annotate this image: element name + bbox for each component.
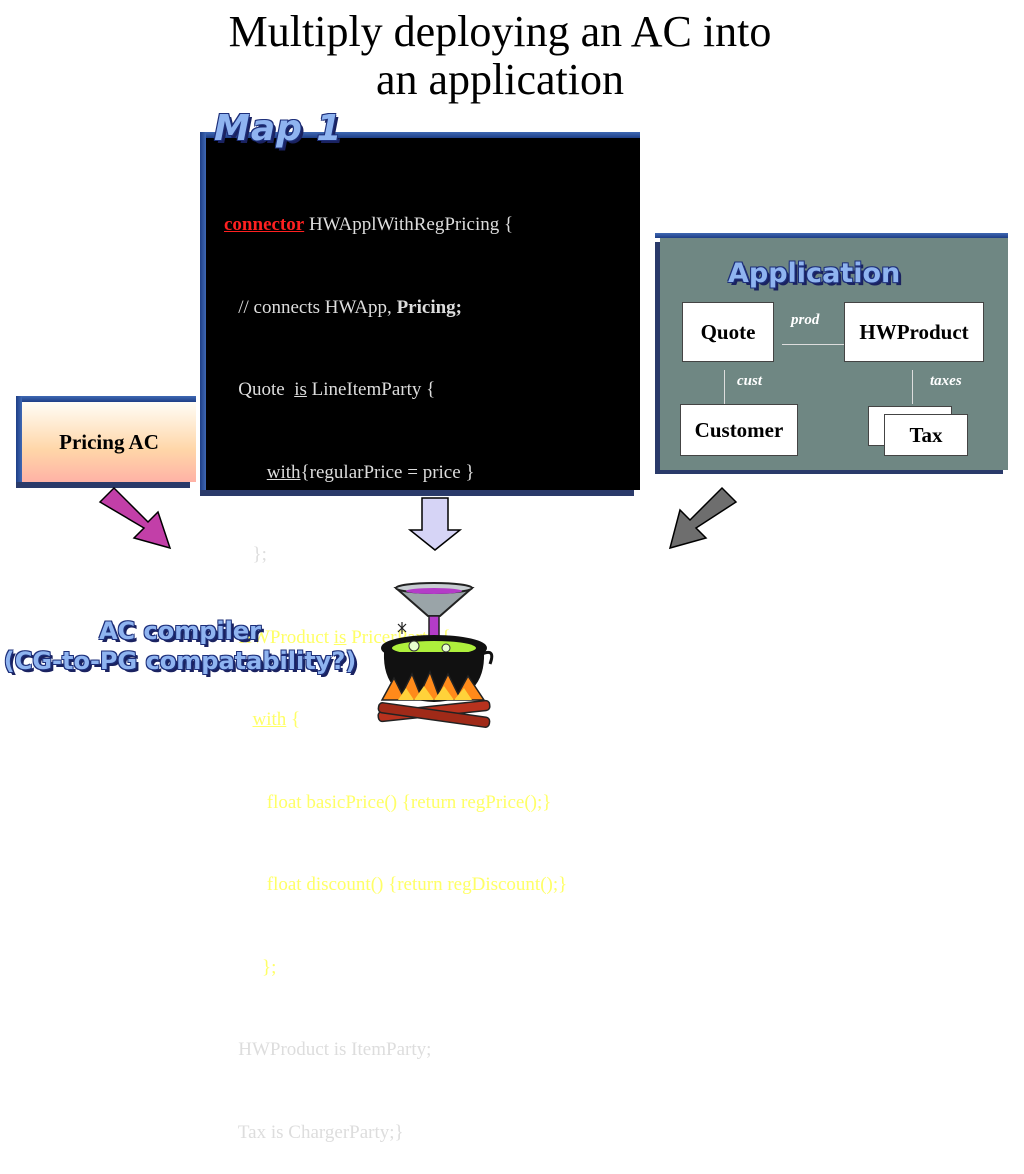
code-text: HWApplWithRegPricing { <box>304 214 514 235</box>
code-line-9: float discount() {return regDiscount();} <box>224 874 568 895</box>
code-text <box>224 462 267 483</box>
with-keyword: with <box>252 709 287 730</box>
customer-label: Customer <box>694 417 784 442</box>
customer-class-box: Customer <box>680 404 798 456</box>
quote-class-box: Quote <box>682 302 774 362</box>
hwproduct-class-box: HWProduct <box>844 302 984 362</box>
code-line-7: with { <box>224 706 567 734</box>
hwproduct-label: HWProduct <box>859 319 969 344</box>
code-line-10: }; <box>224 956 277 978</box>
map-to-compiler-arrow <box>407 497 463 551</box>
code-line-12: Tax is ChargerParty;} <box>224 1121 404 1143</box>
ac-compiler-line-2: (CG-to-PG compatability?) <box>3 647 357 675</box>
code-line-5: }; <box>224 544 267 565</box>
pricing-ac-label: Pricing AC <box>59 429 159 454</box>
code-line-8: float basicPrice() {return regPrice();} <box>224 791 552 813</box>
connector-code-panel <box>200 132 640 490</box>
code-line-4: with{regularPrice = price } <box>224 459 567 487</box>
tax-class-box: Tax <box>884 414 968 456</box>
code-text-bold: Pricing; <box>396 296 462 318</box>
code-text: { <box>286 709 301 730</box>
code-line-2: // connects HWApp, Pricing; <box>224 294 567 322</box>
quote-label: Quote <box>700 319 756 344</box>
slide-title-line-2: an application <box>375 55 624 104</box>
slide-title: Multiply deploying an AC into an applica… <box>0 8 1000 104</box>
code-text: {regularPrice = price } <box>300 461 475 483</box>
is-keyword: is <box>294 379 307 400</box>
is-keyword: is <box>333 626 347 648</box>
tax-label: Tax <box>909 422 943 447</box>
ac-compiler-line-1: AC compiler <box>98 617 261 645</box>
application-to-compiler-arrow <box>668 486 738 550</box>
with-keyword: with <box>266 461 301 483</box>
code-text: // connects HWApp, <box>224 296 397 318</box>
code-text <box>224 709 253 730</box>
ac-compiler-label: AC compiler (CG-to-PG compatability?) <box>0 616 360 676</box>
application-heading: Application <box>728 258 901 289</box>
slide-title-line-1: Multiply deploying an AC into <box>228 7 772 56</box>
code-text: HWProduct <box>224 626 334 648</box>
prod-role-label: prod <box>791 312 820 328</box>
cust-role-label: cust <box>737 373 763 389</box>
map-1-heading: Map 1 <box>214 108 343 149</box>
cust-association-line <box>724 370 725 404</box>
pricing-ac-box: Pricing AC <box>16 396 196 482</box>
code-text: LineItemParty { <box>306 379 436 400</box>
connector-keyword: connector <box>224 214 305 235</box>
code-line-11: HWProduct is ItemParty; <box>224 1039 432 1060</box>
code-line-3: Quote is LineItemParty { <box>224 376 567 404</box>
taxes-association-line <box>912 370 913 404</box>
pricing-to-compiler-arrow <box>98 486 172 550</box>
cauldron-icon <box>377 582 494 728</box>
code-text: Quote <box>224 379 295 400</box>
prod-association-line <box>782 344 844 345</box>
taxes-role-label: taxes <box>930 373 962 389</box>
code-line-1: connector HWApplWithRegPricing { <box>224 211 567 239</box>
